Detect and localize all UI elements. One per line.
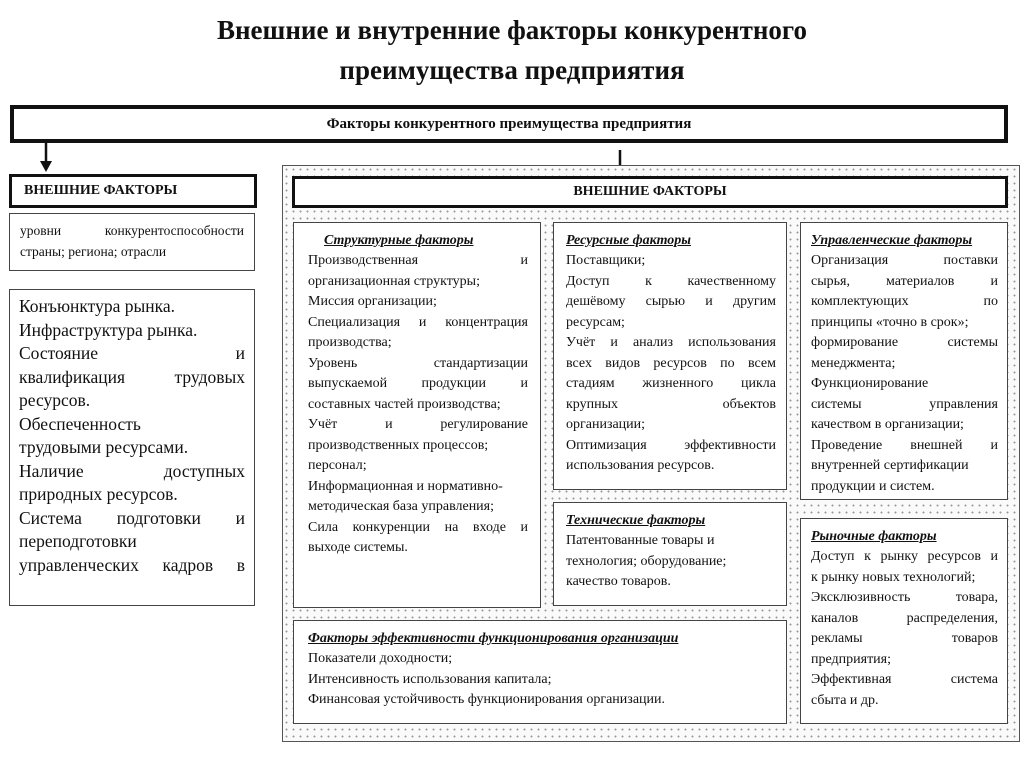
title-line-2: преимущества предприятия: [339, 55, 685, 85]
resource-line: всех видов ресурсов по всем: [566, 355, 776, 371]
technical-line: технология; оборудование;: [566, 553, 727, 569]
left-factor-line: Состояние и: [19, 343, 245, 363]
left-external-header-label: ВНЕШНИЕ ФАКТОРЫ: [24, 183, 178, 198]
efficiency-line: Финансовая устойчивость функционирования…: [308, 692, 666, 707]
left-factor-line: управленческих кадров в: [19, 554, 245, 575]
management-line: Организация поставки: [811, 253, 998, 268]
left-factor-line: трудовыми ресурсами.: [19, 437, 189, 457]
structural-line: Сила конкуренции на входе и: [308, 519, 528, 535]
structural-line: методическая база управления;: [308, 499, 495, 514]
market-line: каналов распределения,: [811, 610, 998, 626]
structural-factors-box: Структурные факторы Производственная и о…: [293, 222, 541, 608]
left-factor-line: ресурсов.: [19, 390, 91, 410]
structural-line: выпускаемой продукции и: [308, 376, 528, 391]
market-line: Доступ к рынку ресурсов и: [811, 549, 998, 564]
market-factors-list: Доступ к рынку ресурсов и к рынку новых …: [811, 547, 998, 711]
management-line: комплектующих по: [811, 294, 998, 309]
market-line: предприятия;: [811, 651, 892, 667]
resource-factors-box: Ресурсные факторы Поставщики; Доступ к к…: [553, 222, 787, 490]
structural-line: выходе системы.: [308, 540, 408, 555]
left-factors-box: Конъюнктура рынка. Инфраструктура рынка.…: [9, 289, 255, 606]
resource-factors-title: Ресурсные факторы: [566, 233, 691, 248]
management-line: менеджмента;: [811, 355, 896, 371]
right-external-header: ВНЕШНИЕ ФАКТОРЫ: [292, 176, 1008, 208]
structural-line: Информационная и нормативно-: [308, 478, 503, 494]
market-factors-box: Рыночные факторы Доступ к рынку ресурсов…: [800, 518, 1008, 724]
market-line: Эффективная система: [811, 672, 998, 687]
management-line: принципы «точно в срок»;: [811, 314, 969, 330]
structural-line: Учёт и регулирование: [308, 417, 528, 432]
resource-line: стадиям жизненного цикла: [566, 376, 776, 391]
structural-factors-title: Структурные факторы: [324, 233, 474, 248]
market-line: Эксклюзивность товара,: [811, 590, 998, 605]
resource-line: Учёт и анализ использования: [566, 335, 776, 350]
management-line: Функционирование: [811, 376, 929, 391]
market-line: сбыта и др.: [811, 692, 879, 708]
resource-line: Доступ к качественному: [566, 273, 776, 289]
management-line: формирование системы: [811, 335, 998, 350]
right-external-header-label: ВНЕШНИЕ ФАКТОРЫ: [573, 184, 727, 199]
efficiency-factors-list: Показатели доходности; Интенсивность исп…: [308, 649, 774, 711]
left-external-header: ВНЕШНИЕ ФАКТОРЫ: [9, 174, 257, 208]
technical-line: качество товаров.: [566, 574, 671, 589]
left-factor-line: Обеспеченность: [19, 413, 141, 434]
resource-line: Оптимизация эффективности: [566, 437, 776, 453]
structural-line: Производственная и: [308, 253, 528, 268]
management-factors-title: Управленческие факторы: [811, 233, 973, 248]
resource-line: Поставщики;: [566, 253, 646, 268]
structural-factors-list: Производственная и организационная струк…: [308, 251, 528, 559]
resource-line: ресурсам;: [566, 314, 625, 330]
management-line: качеством в организации;: [811, 417, 964, 432]
left-factor-line: Система подготовки и: [19, 507, 245, 528]
resource-line: организации;: [566, 417, 646, 432]
left-factor-line: природных ресурсов.: [19, 484, 178, 504]
management-factors-box: Управленческие факторы Организация поста…: [800, 222, 1008, 500]
efficiency-factors-box: Факторы эффективности функционирования о…: [293, 620, 787, 724]
market-line: рекламы товаров: [811, 631, 998, 646]
technical-factors-box: Технические факторы Патентованные товары…: [553, 502, 787, 606]
resource-line: крупных объектов: [566, 396, 776, 412]
left-factor-line: Наличие доступных: [19, 460, 245, 481]
efficiency-factors-title: Факторы эффективности функционирования о…: [308, 631, 679, 646]
management-factors-list: Организация поставки сырья, материалов и…: [811, 251, 998, 497]
top-factors-label: Факторы конкурентного преимущества предп…: [326, 115, 692, 132]
page-title: Внешние и внутренние факторы конкурентно…: [0, 10, 1024, 90]
resource-factors-list: Поставщики; Доступ к качественному дешёв…: [566, 251, 776, 477]
title-line-1: Внешние и внутренние факторы конкурентно…: [216, 15, 808, 45]
left-factor-line: переподготовки: [19, 531, 137, 551]
left-factor-line: Конъюнктура рынка.: [19, 296, 175, 316]
management-line: продукции и систем.: [811, 478, 935, 494]
left-factor-line: квалификация трудовых: [19, 366, 245, 387]
left-levels-box: уровни конкурентоспособности страны; рег…: [9, 213, 255, 271]
structural-line: составных частей производства;: [308, 396, 501, 412]
structural-line: производственных процессов;: [308, 437, 489, 453]
technical-factors-title: Технические факторы: [566, 513, 706, 528]
management-line: внутренней сертификации: [811, 458, 969, 473]
efficiency-line: Показатели доходности;: [308, 651, 453, 666]
left-factor-line: Инфраструктура рынка.: [19, 319, 198, 340]
efficiency-line: Интенсивность использования капитала;: [308, 671, 552, 687]
resource-line: дешёвому сырью и другим: [566, 294, 776, 309]
market-factors-title: Рыночные факторы: [811, 529, 937, 544]
market-line: к рынку новых технологий;: [811, 569, 976, 585]
technical-factors-list: Патентованные товары и технология; обору…: [566, 531, 776, 593]
structural-line: Уровень стандартизации: [308, 355, 528, 371]
management-line: сырья, материалов и: [811, 273, 998, 289]
top-factors-bar: Факторы конкурентного преимущества предп…: [10, 105, 1008, 143]
left-levels-line: страны; региона; отрасли: [20, 243, 167, 259]
technical-line: Патентованные товары и: [566, 533, 715, 548]
left-levels-line: уровни конкурентоспособности: [20, 223, 244, 238]
management-line: системы управления: [811, 396, 998, 412]
arrow-down-icon-left: [40, 143, 52, 172]
structural-line: Специализация и концентрация: [308, 314, 528, 330]
structural-line: Миссия организации;: [308, 294, 437, 309]
structural-line: организационная структуры;: [308, 273, 480, 289]
resource-line: использования ресурсов.: [566, 458, 715, 473]
structural-line: производства;: [308, 335, 392, 350]
structural-line: персонал;: [308, 458, 367, 473]
management-line: Проведение внешней и: [811, 437, 998, 453]
